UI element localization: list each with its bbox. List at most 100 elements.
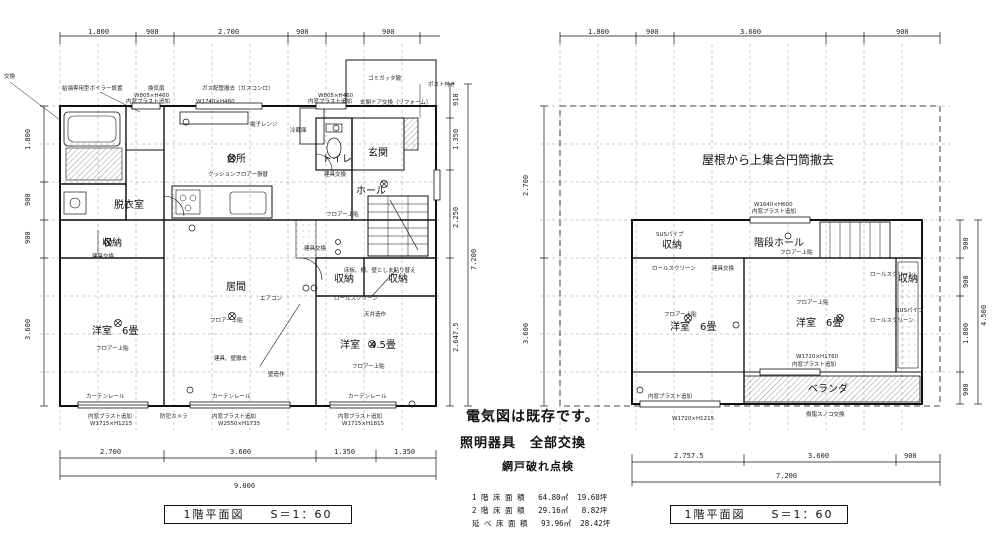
p2-note-floor3: フロアー上貼 bbox=[796, 298, 829, 306]
p1-top-dim-1: 1.800 bbox=[88, 28, 109, 36]
note-roll: ロールスクリーン bbox=[334, 295, 378, 302]
note-ventilation: 換気扇 bbox=[148, 84, 165, 92]
note-wall: 壁造作 bbox=[268, 370, 285, 378]
p1-top-dim-5: 900 bbox=[382, 28, 395, 36]
p1-bottom-dim-4: 1.350 bbox=[394, 448, 415, 456]
p2-top-dim-4: 900 bbox=[896, 28, 909, 36]
room-storage-mid: 収納 bbox=[334, 272, 354, 285]
p2-left-dim-2: 3.600 bbox=[522, 323, 530, 344]
roof-removal-note: 屋根から上集合円筒撤去 bbox=[702, 152, 834, 167]
p2-left-dim-1: 2.700 bbox=[522, 175, 530, 196]
p1-top-dim-4: 900 bbox=[296, 28, 309, 36]
room-western-6a: 洋室 6畳 bbox=[670, 320, 716, 333]
p1-right-dim-1: 910 bbox=[452, 93, 460, 106]
p1-total-dim: 9.000 bbox=[234, 482, 255, 490]
room-western-45: 洋室 4.5畳 bbox=[340, 338, 396, 351]
p2-top-dim-3: 3.600 bbox=[740, 28, 761, 36]
p1-bottom-dim-3: 1.350 bbox=[334, 448, 355, 456]
room-dressing: 脱衣室 bbox=[114, 198, 144, 211]
p1-bottom-dim-2: 3.600 bbox=[230, 448, 251, 456]
note-door: 玄関ドア交換（リフォーム） bbox=[360, 98, 431, 106]
p2-note-sunoko: 樹脂スノコ交換 bbox=[806, 410, 845, 418]
lighting-note: 照明器具 全部交換 bbox=[460, 436, 587, 451]
plan2-title: 1階平面図 S＝1：60 bbox=[670, 505, 848, 524]
note-camera: 防犯カメラ bbox=[160, 412, 188, 420]
note-curtain3: カーテンレール bbox=[348, 393, 387, 400]
note-window2: W1740×H460 bbox=[196, 99, 235, 105]
p1-bottom-dim-1: 2.700 bbox=[100, 448, 121, 456]
plan1-text: 1.800 900 2.700 900 900 2.700 3.600 1.35… bbox=[4, 28, 478, 490]
plan2 bbox=[540, 32, 982, 486]
p2-note-win2: W1720×H1760 bbox=[796, 354, 839, 360]
p1-right-dim-4: 2.647.5 bbox=[452, 322, 460, 352]
area-floor1: 1 階 床 面 積 64.80㎡ 19.60坪 bbox=[472, 493, 608, 502]
note-inner-plus2: 内窓プラスト追加 bbox=[308, 97, 352, 105]
note-range: 電子レンジ bbox=[250, 121, 278, 128]
note-gutter: ゴミガッタ撤 bbox=[368, 74, 402, 82]
room-storage-right: 収納 bbox=[388, 272, 408, 285]
p2-note-inner-plus1: 内窓プラスト追加 bbox=[752, 207, 796, 215]
note-inner-plus3: 内窓プラスト追加 bbox=[88, 412, 132, 420]
p2-total-dim: 7.200 bbox=[776, 472, 797, 480]
room-toilet: トイレ bbox=[322, 154, 352, 165]
p2-top-dim-2: 900 bbox=[646, 28, 659, 36]
p2-right-dim-2: 900 bbox=[962, 275, 970, 288]
note-curtain1: カーテンレール bbox=[86, 393, 125, 400]
note-floor-upper4: フロアー上貼 bbox=[352, 362, 385, 370]
room-hall: ホール bbox=[356, 185, 386, 197]
note-win6: W1715×H1815 bbox=[342, 421, 385, 427]
p2-note-inner-plus3: 内窓プラスト追加 bbox=[648, 392, 692, 400]
p1-left-dim-2: 900 bbox=[24, 193, 32, 206]
note-aircon: エアコン bbox=[260, 295, 283, 302]
p1-right-dim-2: 1.350 bbox=[452, 129, 460, 150]
p1-right-dim-3: 2.250 bbox=[452, 207, 460, 228]
note-floor-upper: フロアー上貼 bbox=[326, 210, 359, 218]
note-inner-plus5: 内窓プラスト追加 bbox=[338, 412, 382, 420]
area-total: 延 べ 床 面 積 93.96㎡ 28.42坪 bbox=[472, 519, 611, 528]
note-fittings: 建具交換 bbox=[324, 170, 347, 178]
p1-left-dim-4: 3.600 bbox=[24, 319, 32, 340]
p2-note-roll3: ロールスクリーン bbox=[870, 317, 914, 324]
room-storage-left: 収納 bbox=[102, 236, 122, 249]
p2-note-roll1: ロールスクリーン bbox=[652, 265, 696, 272]
note-boiler: 給湯専用型ボイラー設置 bbox=[62, 84, 123, 92]
p1-left-dim-3: 900 bbox=[24, 231, 32, 244]
note-ceiling: 天井造作 bbox=[364, 310, 387, 318]
p2-note-win1: W1640×H600 bbox=[754, 202, 793, 208]
room-storage-a: 収納 bbox=[662, 238, 682, 251]
room-kitchen: 台所 bbox=[226, 152, 246, 165]
p2-note-floor1: フロアー上貼 bbox=[780, 248, 813, 256]
room-storage-b: 収納 bbox=[898, 272, 918, 285]
p2-note-sus: SUSパイプ bbox=[656, 231, 684, 238]
p2-bottom-dim-3: 900 bbox=[904, 452, 917, 460]
p2-right-dim-4: 900 bbox=[962, 383, 970, 396]
p2-note-floor2: フロアー上貼 bbox=[664, 310, 697, 318]
note-win5: W2550×H1735 bbox=[218, 421, 261, 427]
p2-right-dim-3: 1.800 bbox=[962, 323, 970, 344]
room-western-6: 洋室 6畳 bbox=[92, 324, 138, 337]
room-veranda: ベランダ bbox=[808, 382, 848, 395]
p1-left-dim-1: 1.800 bbox=[24, 129, 32, 150]
room-stair-hall: 階段ホール bbox=[754, 236, 804, 249]
note-fridge: 冷蔵庫 bbox=[290, 126, 307, 134]
p2-top-dim-1: 1.800 bbox=[588, 28, 609, 36]
area-floor2: 2 階 床 面 積 29.16㎡ 8.82坪 bbox=[472, 506, 608, 515]
room-entrance: 玄関 bbox=[368, 146, 388, 159]
p2-note-roll2: ロールスクリーン bbox=[870, 271, 914, 278]
p2-note-fixture: 建具交換 bbox=[712, 264, 735, 272]
note-fixture-remove: 建具、壁撤去 bbox=[214, 354, 248, 362]
p1-top-dim-2: 900 bbox=[146, 28, 159, 36]
note-window1: W805×H460 bbox=[134, 93, 170, 99]
p2-bottom-dim-2: 3.600 bbox=[808, 452, 829, 460]
p2-note-win3: W1720×H1215 bbox=[672, 416, 715, 422]
screen-note: 網戸破れ点検 bbox=[502, 460, 574, 473]
note-storage: 床板、棚、壁としま貼り替え bbox=[344, 266, 416, 274]
note-cushion: クッションフロアー張替 bbox=[208, 170, 269, 178]
p2-note-inner-plus2: 内窓プラスト追加 bbox=[792, 360, 836, 368]
p2-right-dim-1: 900 bbox=[962, 237, 970, 250]
plan2-text: 1.800 900 3.600 900 2.757.5 3.600 900 7.… bbox=[522, 28, 988, 480]
note-window3: W805×H460 bbox=[318, 93, 354, 99]
note-inner-plus1: 内窓プラスト追加 bbox=[126, 97, 170, 105]
p2-note-sus2: SUSパイプ bbox=[896, 307, 924, 314]
note-curtain2: カーテンレール bbox=[212, 393, 251, 400]
